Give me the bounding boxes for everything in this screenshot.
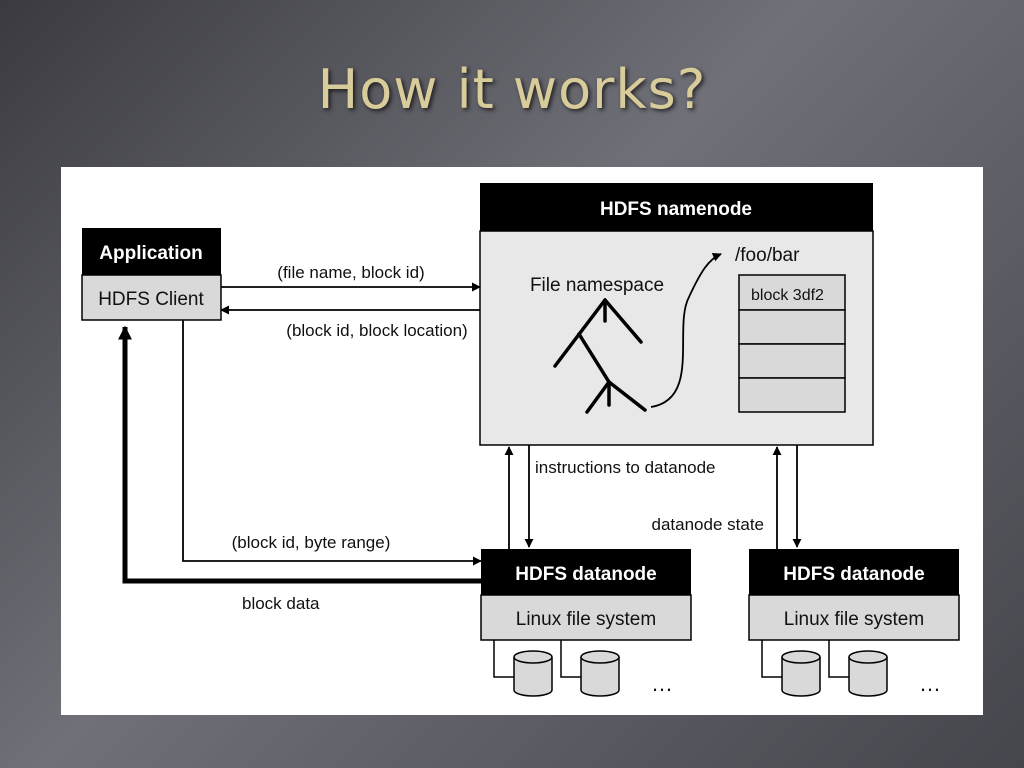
datanode-2-disks (761, 640, 888, 697)
hdfs-client-label: HDFS Client (98, 289, 204, 310)
datanode-1-more: … (651, 671, 673, 696)
block-id-label: block 3df2 (751, 287, 824, 304)
disk-icon (848, 650, 888, 697)
slide-title: How it works? (317, 58, 707, 121)
disk-icon (781, 650, 821, 697)
application-box: Application HDFS Client (81, 228, 222, 321)
block-data-arrow (118, 325, 481, 584)
response-label: (block id, block location) (286, 321, 467, 340)
diagram-canvas: Application HDFS Client HDFS namenode Fi… (81, 183, 960, 697)
application-header: Application (99, 243, 202, 264)
block-table: block 3df2 (738, 274, 846, 413)
hdfs-diagram: Application HDFS Client HDFS namenode Fi… (61, 167, 983, 715)
datanode-box-2: HDFS datanode Linux file system (748, 549, 960, 641)
datanode-1-disks (493, 640, 620, 697)
datanode-1-header: HDFS datanode (515, 564, 656, 585)
byte-range-arrow (182, 320, 482, 566)
byte-range-label: (block id, byte range) (232, 533, 391, 552)
datanode-state-label: datanode state (652, 515, 764, 534)
disk-icon (513, 650, 553, 697)
namenode-header: HDFS namenode (600, 199, 752, 220)
block-data-label: block data (242, 594, 320, 613)
namespace-tree-icon (553, 298, 647, 414)
disk-icon (580, 650, 620, 697)
namespace-link-arrow (650, 252, 722, 408)
file-namespace-label: File namespace (530, 275, 664, 296)
datanode-2-more: … (919, 671, 941, 696)
namenode-box: HDFS namenode File namespace /foo/bar bl… (479, 183, 874, 446)
datanode-1-fs-label: Linux file system (516, 609, 656, 630)
datanode-2-fs-label: Linux file system (784, 609, 924, 630)
datanode-box-1: HDFS datanode Linux file system (480, 549, 692, 641)
request-label: (file name, block id) (277, 263, 424, 282)
datanode-2-header: HDFS datanode (783, 564, 924, 585)
instructions-label: instructions to datanode (535, 458, 716, 477)
path-label: /foo/bar (735, 245, 800, 266)
